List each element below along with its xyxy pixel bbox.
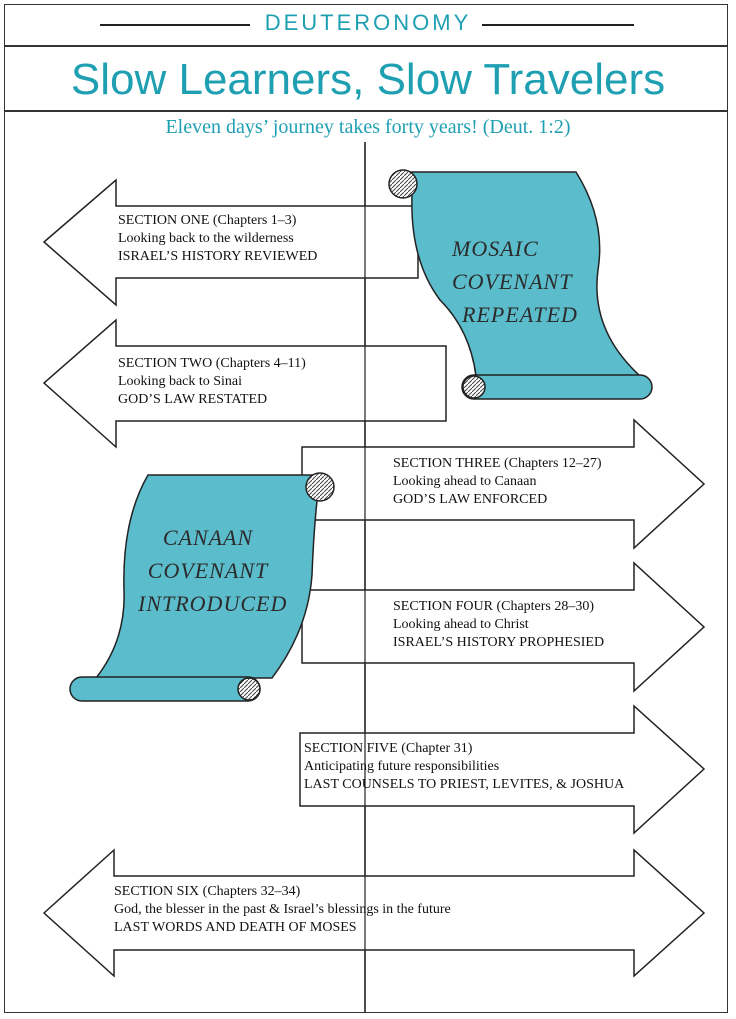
header-rule-left	[100, 24, 250, 26]
section-four-text: SECTION FOUR (Chapters 28–30) Looking ah…	[393, 598, 604, 652]
section-four-line2: ISRAEL’S HISTORY PROPHESIED	[393, 635, 605, 650]
section-five-line1: Anticipating future responsibilities	[304, 759, 500, 774]
scroll-mosaic-line-3: REPEATED	[462, 302, 578, 327]
book-name: DEUTERONOMY	[264, 10, 472, 35]
section-five-heading: SECTION FIVE (Chapter 31)	[304, 741, 473, 756]
section-three-heading: SECTION THREE (Chapters 12–27)	[393, 456, 602, 471]
section-two-line1: Looking back to Sinai	[118, 374, 243, 389]
scroll-canaan-covenant	[69, 472, 335, 702]
arrow-section-three	[301, 418, 706, 550]
arrow-section-five	[299, 704, 706, 835]
section-four-line1: Looking ahead to Christ	[393, 617, 529, 632]
arrow-section-four	[301, 561, 706, 693]
scroll-canaan-text: CANAAN COVENANT INTRODUCED	[138, 521, 288, 620]
scroll-canaan-line-1: CANAAN	[162, 525, 254, 550]
section-three-line1: Looking ahead to Canaan	[393, 474, 537, 489]
section-two-text: SECTION TWO (Chapters 4–11) Looking back…	[118, 355, 306, 409]
arrow-section-six	[42, 848, 706, 978]
section-five-line2: LAST COUNSELS TO PRIEST, LEVITES, & JOSH…	[304, 777, 625, 792]
divider-bottom	[4, 110, 728, 112]
section-two-line2: GOD’S LAW RESTATED	[118, 392, 268, 407]
section-one-text: SECTION ONE (Chapters 1–3) Looking back …	[118, 212, 317, 266]
scroll-mosaic-line-1: MOSAIC	[452, 236, 539, 261]
section-three-text: SECTION THREE (Chapters 12–27) Looking a…	[393, 455, 602, 509]
section-one-line1: Looking back to the wilderness	[118, 231, 294, 246]
scroll-mosaic-covenant	[388, 169, 653, 400]
page-title: Slow Learners, Slow Travelers	[70, 55, 666, 104]
scroll-mosaic-line-2: COVENANT	[452, 269, 573, 294]
scroll-canaan-line-3: INTRODUCED	[138, 591, 288, 616]
section-six-text: SECTION SIX (Chapters 32–34) God, the bl…	[114, 883, 451, 937]
section-three-line2: GOD’S LAW ENFORCED	[393, 492, 548, 507]
section-six-line1: God, the blesser in the past & Israel’s …	[114, 902, 451, 917]
scroll-mosaic-text: MOSAIC COVENANT REPEATED	[452, 232, 578, 331]
section-six-heading: SECTION SIX (Chapters 32–34)	[114, 884, 301, 899]
section-one-line2: ISRAEL’S HISTORY REVIEWED	[118, 249, 318, 264]
section-two-heading: SECTION TWO (Chapters 4–11)	[118, 356, 306, 371]
header-rule-right	[482, 24, 634, 26]
divider-top	[4, 45, 728, 47]
section-one-heading: SECTION ONE (Chapters 1–3)	[118, 213, 297, 228]
page-frame	[4, 4, 728, 1013]
page-subtitle: Eleven days’ journey takes forty years! …	[165, 116, 571, 138]
scroll-canaan-line-2: COVENANT	[147, 558, 269, 583]
section-four-heading: SECTION FOUR (Chapters 28–30)	[393, 599, 595, 614]
section-five-text: SECTION FIVE (Chapter 31) Anticipating f…	[304, 740, 624, 794]
arrow-section-two	[42, 318, 447, 449]
section-six-line2: LAST WORDS AND DEATH OF MOSES	[114, 920, 357, 935]
